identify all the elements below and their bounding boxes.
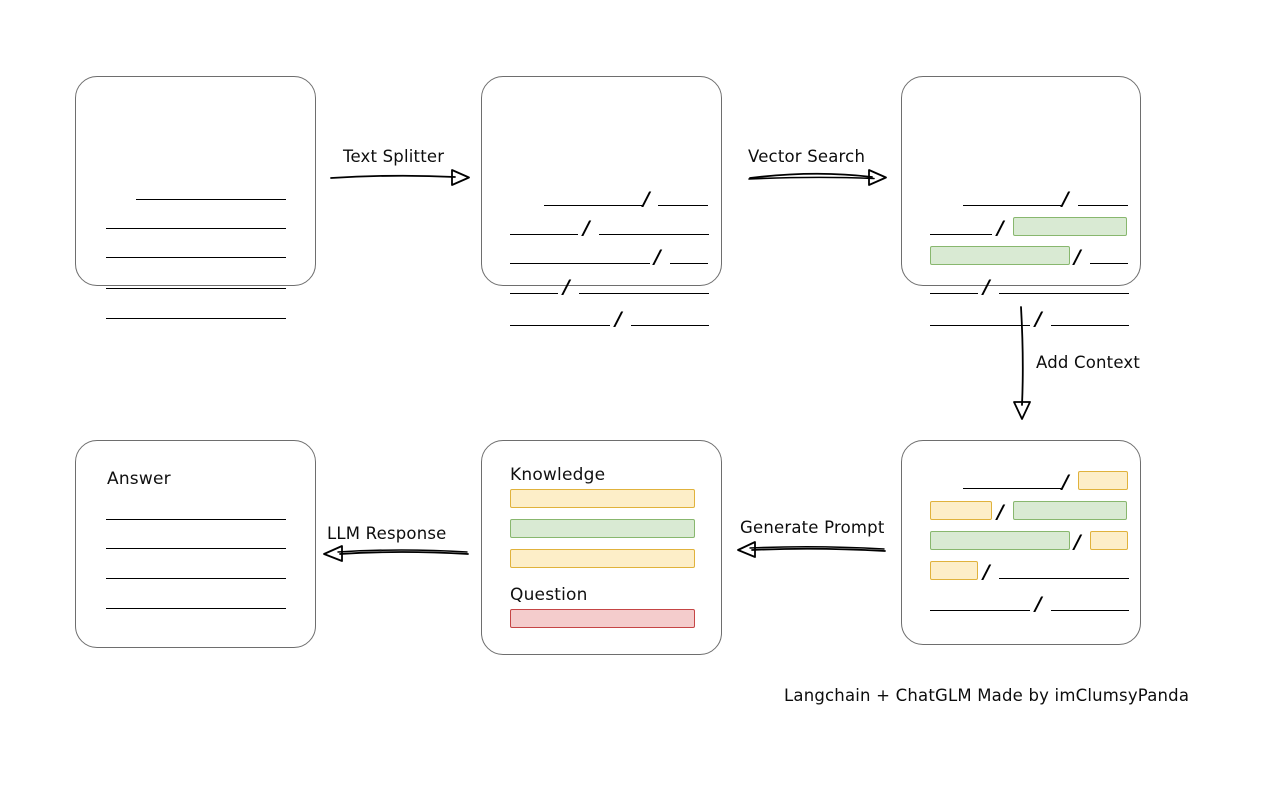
arrow-add-context: [1013, 306, 1031, 420]
matched-chunks-box: / / / / /: [901, 76, 1141, 329]
arrow-generate-prompt: [737, 541, 886, 558]
chunk-separator-slash: /: [615, 308, 622, 330]
text-line: [1090, 263, 1128, 264]
source-document-box: [75, 76, 316, 319]
answer-box: Answer: [75, 440, 316, 648]
section-heading-knowledge: Knowledge: [510, 465, 606, 485]
edge-label-llm-response: LLM Response: [327, 524, 447, 543]
arrow-vector-search: [748, 169, 887, 186]
chunk-separator-slash: /: [1062, 471, 1069, 493]
text-line: [670, 263, 708, 264]
text-line: [106, 608, 286, 609]
chunk-separator-slash: /: [1074, 246, 1081, 268]
highlight-chip-yellow: [930, 501, 992, 520]
text-line: [106, 228, 286, 229]
text-line: [631, 325, 709, 326]
text-line: [1051, 325, 1129, 326]
highlight-chip-yellow: [510, 549, 695, 568]
text-line: [930, 325, 1030, 326]
text-line: [963, 205, 1061, 206]
text-line: [1078, 205, 1128, 206]
arrow-text-splitter: [330, 169, 470, 186]
text-line: [106, 519, 286, 520]
chunk-separator-slash: /: [1062, 188, 1069, 210]
highlight-chip-yellow: [1078, 471, 1128, 490]
chunk-separator-slash: /: [1074, 531, 1081, 553]
text-line: [999, 578, 1129, 579]
text-line: [930, 234, 992, 235]
text-line: [579, 293, 709, 294]
highlight-chip-green: [510, 519, 695, 538]
text-line: [510, 263, 650, 264]
highlight-chip-red: [510, 609, 695, 628]
chunk-separator-slash: /: [643, 188, 650, 210]
edge-label-vector-search: Vector Search: [748, 147, 866, 166]
chunk-separator-slash: /: [997, 501, 1004, 523]
edge-label-text-splitter: Text Splitter: [343, 147, 445, 166]
text-line: [999, 293, 1129, 294]
text-line: [544, 205, 642, 206]
chunk-separator-slash: /: [654, 246, 661, 268]
footer-credit: Langchain + ChatGLM Made by imClumsyPand…: [784, 686, 1190, 705]
text-line: [930, 293, 978, 294]
highlight-chip-green: [930, 531, 1070, 550]
text-line: [963, 488, 1061, 489]
highlight-chip-green: [930, 246, 1070, 265]
highlight-chip-green: [1013, 501, 1127, 520]
context-chunks-box: / / / / /: [901, 440, 1141, 645]
text-line: [510, 234, 578, 235]
chunk-separator-slash: /: [997, 217, 1004, 239]
highlight-chip-yellow: [510, 489, 695, 508]
text-line: [136, 199, 286, 200]
text-line: [1051, 610, 1129, 611]
chunk-separator-slash: /: [983, 276, 990, 298]
chunk-separator-slash: /: [1035, 593, 1042, 615]
section-heading-question: Question: [510, 585, 588, 605]
text-line: [106, 318, 286, 319]
text-line: [106, 548, 286, 549]
text-line: [930, 610, 1030, 611]
edge-label-add-context: Add Context: [1036, 353, 1141, 372]
text-line: [658, 205, 708, 206]
chunk-separator-slash: /: [1035, 308, 1042, 330]
edge-label-generate-prompt: Generate Prompt: [740, 518, 885, 537]
chunk-separator-slash: /: [583, 217, 590, 239]
arrow-llm-response: [323, 545, 469, 562]
chunk-separator-slash: /: [563, 276, 570, 298]
text-line: [106, 578, 286, 579]
text-line: [510, 293, 558, 294]
answer-label: Answer: [107, 469, 171, 489]
text-line: [106, 288, 286, 289]
text-line: [106, 257, 286, 258]
highlight-chip-yellow: [1090, 531, 1128, 550]
text-line: [510, 325, 610, 326]
highlight-chip-yellow: [930, 561, 978, 580]
chunk-separator-slash: /: [983, 561, 990, 583]
highlight-chip-green: [1013, 217, 1127, 236]
split-chunks-box: / / / / /: [481, 76, 722, 329]
text-line: [599, 234, 709, 235]
